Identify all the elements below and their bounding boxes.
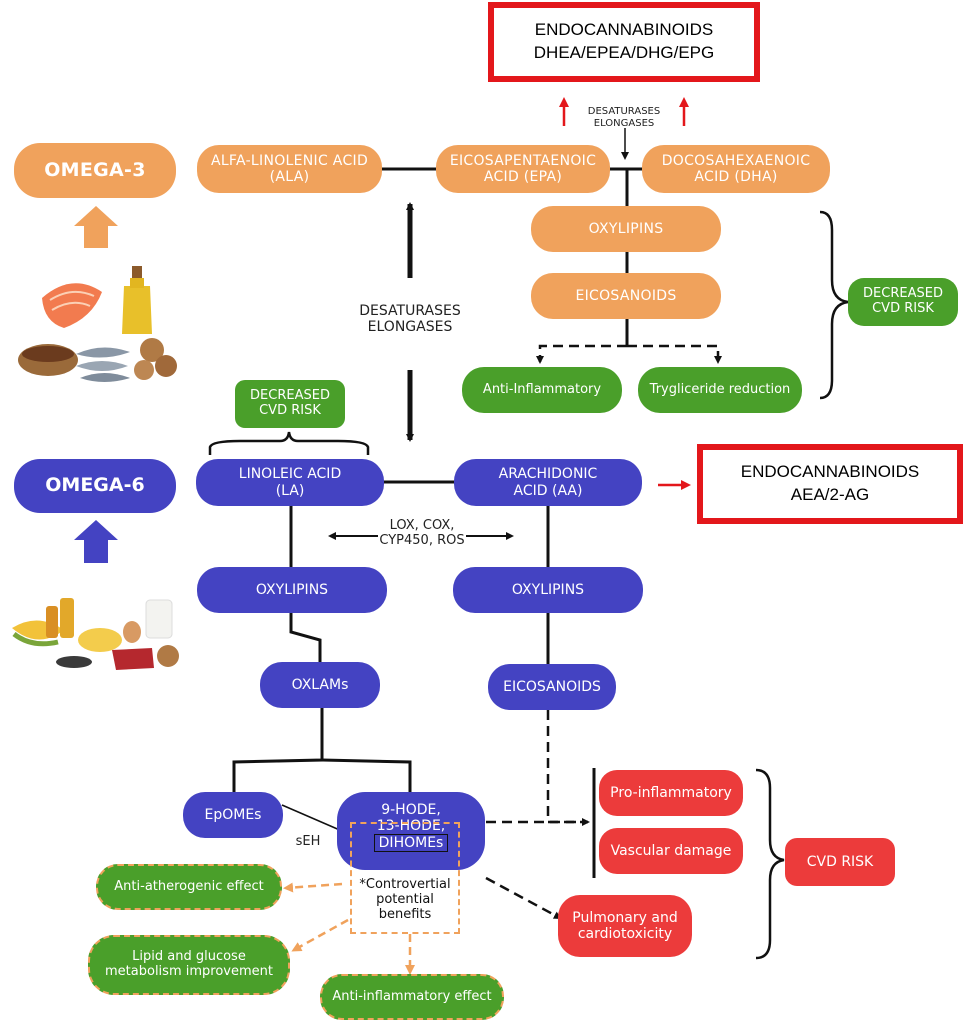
- epomes-node: EpOMEs: [183, 792, 283, 838]
- omega6-food-illustration-icon: [8, 590, 184, 676]
- la-line1: LINOLEIC ACID: [238, 466, 342, 483]
- dha-node: DOCOSAHEXAENOIC ACID (DHA): [642, 145, 830, 193]
- anti-inflammatory-effect-node: Anti-inflammatory effect: [320, 974, 504, 1020]
- ala-line1: ALFA-LINOLENIC ACID: [210, 152, 369, 169]
- dihomes-label: DIHOMEs: [373, 834, 449, 853]
- endocannabinoids-right-box: ENDOCANNABINOIDS AEA/2-AG: [697, 444, 963, 524]
- seh-label: sEH: [295, 834, 321, 849]
- desaturases-small-label: DESATURASES ELONGASES: [560, 106, 688, 129]
- omega3-food-illustration-icon: [14, 262, 184, 386]
- desat-small-line2: ELONGASES: [593, 117, 655, 129]
- controversial-benefits-box: *Controvertial potential benefits: [350, 822, 460, 934]
- epa-line2: ACID (EPA): [483, 169, 563, 185]
- la-line2: (LA): [275, 482, 305, 499]
- omega3-node: OMEGA-3: [14, 143, 176, 198]
- cvd-risk-node: CVD RISK: [785, 838, 895, 886]
- aa-line1: ARACHIDONIC: [498, 466, 598, 483]
- lipid-glucose-node: Lipid and glucose metabolism improvement: [88, 935, 290, 995]
- pulmonary-line2: cardiotoxicity: [577, 926, 673, 942]
- anti-inflammatory-node: Anti-Inflammatory: [462, 367, 622, 413]
- endocannabinoids-top-line2: DHEA/EPEA/DHG/EPG: [533, 43, 715, 62]
- omega6-oxylipins-right-node: OXYLIPINS: [453, 567, 643, 613]
- decreased-cvd-right-line1: DECREASED: [863, 286, 943, 302]
- pulmonary-line1: Pulmonary and: [572, 909, 678, 926]
- vascular-damage-node: Vascular damage: [599, 828, 743, 874]
- epa-node: EICOSAPENTAENOIC ACID (EPA): [436, 145, 610, 193]
- decreased-cvd-left-line2: CVD RISK: [259, 403, 321, 418]
- desaturases-mid-label: DESATURASES ELONGASES: [345, 303, 475, 335]
- oxlams-node: OXLAMs: [260, 662, 380, 708]
- desat-mid-line1: DESATURASES: [359, 303, 461, 319]
- epa-line1: EICOSAPENTAENOIC: [449, 152, 597, 169]
- decreased-cvd-risk-left: DECREASED CVD RISK: [235, 380, 345, 428]
- desat-mid-line2: ELONGASES: [367, 319, 453, 336]
- ala-node: ALFA-LINOLENIC ACID (ALA): [197, 145, 382, 193]
- endocannabinoids-right-line2: AEA/2-AG: [790, 485, 870, 504]
- dha-line2: ACID (DHA): [694, 169, 778, 185]
- lox-line1: LOX, COX,: [389, 518, 455, 533]
- omega6-eicosanoids-node: EICOSANOIDS: [488, 664, 616, 710]
- omega6-node: OMEGA-6: [14, 459, 176, 513]
- endocannabinoids-right-line1: ENDOCANNABINOIDS: [740, 462, 920, 482]
- decreased-cvd-right-line2: CVD RISK: [872, 301, 934, 316]
- decreased-cvd-risk-right: DECREASED CVD RISK: [848, 278, 958, 326]
- controversial-line3: benefits: [378, 906, 432, 922]
- controversial-line1: *Controvertial: [359, 877, 451, 892]
- dha-line1: DOCOSAHEXAENOIC: [661, 152, 811, 169]
- controversial-line2: potential: [376, 891, 434, 907]
- aa-line2: ACID (AA): [513, 482, 583, 499]
- lox-line2: CYP450, ROS: [379, 532, 465, 548]
- pro-inflammatory-node: Pro-inflammatory: [599, 770, 743, 816]
- omega6-oxylipins-left-node: OXYLIPINS: [197, 567, 387, 613]
- la-node: LINOLEIC ACID (LA): [196, 459, 384, 506]
- hode-line1: 9-HODE,: [381, 802, 441, 818]
- ala-line2: (ALA): [269, 169, 310, 185]
- lipid-glucose-line2: metabolism improvement: [105, 964, 273, 979]
- endocannabinoids-top-line1: ENDOCANNABINOIDS: [534, 20, 714, 40]
- omega3-eicosanoids-node: EICOSANOIDS: [531, 273, 721, 319]
- desat-small-line1: DESATURASES: [587, 106, 661, 117]
- anti-atherogenic-node: Anti-atherogenic effect: [96, 864, 282, 910]
- omega3-oxylipins-node: OXYLIPINS: [531, 206, 721, 252]
- lox-cox-label: LOX, COX, CYP450, ROS: [370, 518, 474, 549]
- endocannabinoids-top-box: ENDOCANNABINOIDS DHEA/EPEA/DHG/EPG: [488, 2, 760, 82]
- trygliceride-node: Trygliceride reduction: [638, 367, 802, 413]
- aa-node: ARACHIDONIC ACID (AA): [454, 459, 642, 506]
- pulmonary-node: Pulmonary and cardiotoxicity: [558, 895, 692, 957]
- lipid-glucose-line1: Lipid and glucose: [132, 949, 246, 965]
- decreased-cvd-left-line1: DECREASED: [250, 388, 330, 404]
